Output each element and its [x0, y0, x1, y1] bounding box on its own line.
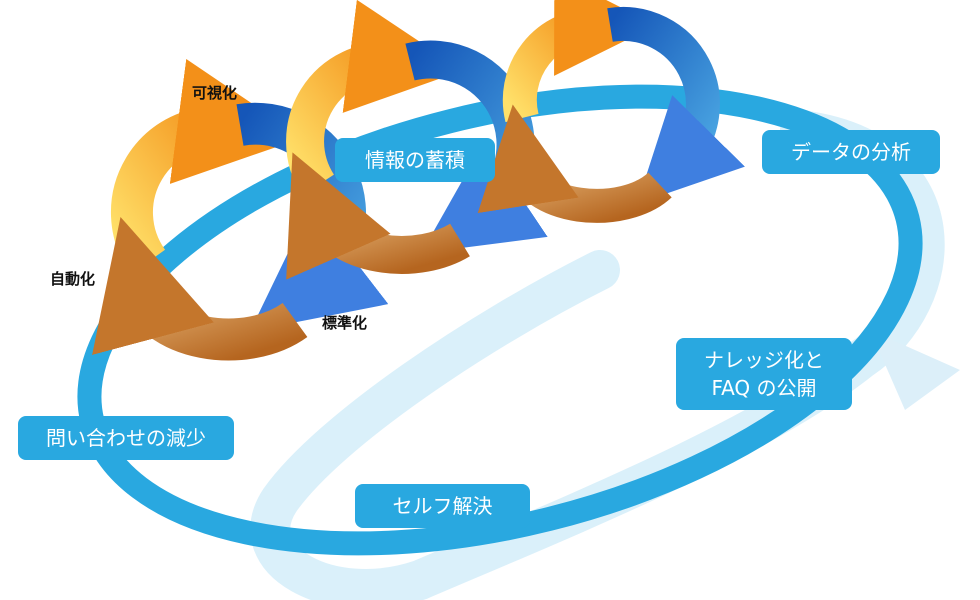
label-standardize: 標準化: [322, 314, 368, 332]
box-knowledge: ナレッジ化と FAQ の公開: [676, 338, 852, 410]
box-reduce-inquiries: 問い合わせの減少: [18, 416, 234, 460]
box-accumulate: 情報の蓄積: [335, 138, 495, 182]
back-loop-arrowhead: [870, 330, 960, 410]
label-automate: 自動化: [50, 270, 96, 288]
box-knowledge-line2: FAQ の公開: [711, 376, 817, 400]
back-loop-band: [250, 110, 945, 600]
cycle-1-brown-arrow: [92, 216, 308, 361]
box-analyze: データの分析: [762, 130, 940, 174]
cycle-3-blue-arrow: [607, 6, 745, 204]
cycle-2-brown-arrow: [286, 152, 470, 280]
cycle-arrows-3: [477, 0, 745, 223]
cycle-3-orange-arrow: [502, 0, 657, 123]
label-visualize: 可視化: [192, 84, 238, 102]
box-self-solve: セルフ解決: [355, 484, 530, 528]
box-knowledge-line1: ナレッジ化と: [704, 348, 824, 372]
cycle-3-brown-arrow: [477, 104, 672, 223]
